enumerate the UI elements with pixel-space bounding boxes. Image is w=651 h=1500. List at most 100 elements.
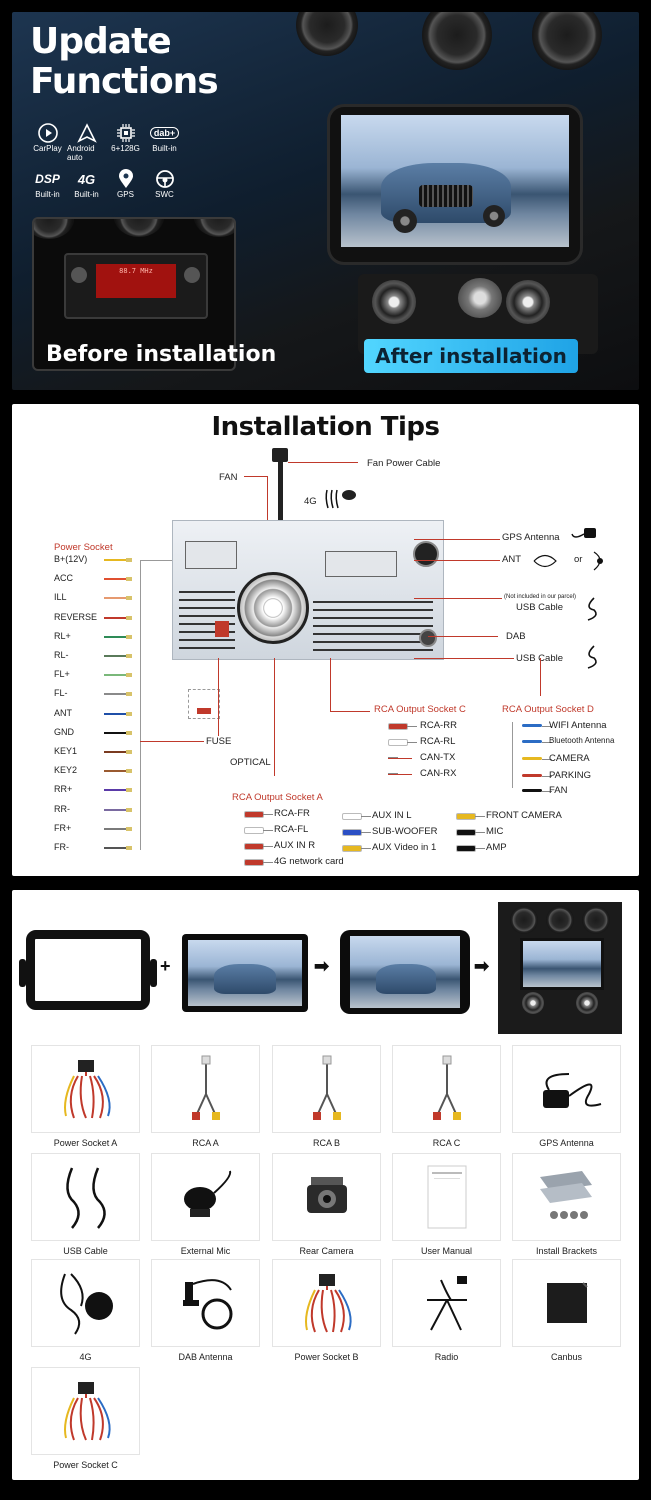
- feature-label: Built-in: [152, 144, 177, 153]
- gps-port: [413, 541, 439, 567]
- accessory-label: Canbus: [550, 1352, 583, 1362]
- connector-icon: [522, 724, 552, 727]
- bracket-line: [512, 722, 513, 788]
- accessory-card: [393, 1260, 500, 1346]
- air-vent: [546, 906, 574, 934]
- accessory-card: [513, 1046, 620, 1132]
- accessory-card: [152, 1046, 259, 1132]
- dab-antenna-icon: [152, 1260, 259, 1346]
- usb-cable-label-2: USB Cable: [516, 653, 563, 664]
- gps-antenna-icon: [570, 526, 598, 544]
- power-pin-wire: [104, 577, 132, 582]
- accessory-card: [273, 1154, 380, 1240]
- harness-icon: [32, 1046, 139, 1132]
- air-vent: [422, 12, 492, 70]
- canbus-box-icon: [513, 1260, 620, 1346]
- power-pin-label: FL-: [54, 688, 68, 699]
- accessory-card: [273, 1260, 380, 1346]
- power-pin-label: KEY1: [54, 746, 78, 756]
- callout-line: [288, 462, 358, 463]
- feature-dab: dab+ Built-in: [145, 122, 184, 162]
- dsp-glyph: DSP: [35, 172, 60, 186]
- rca-plug-icon: [342, 813, 371, 820]
- power-pin-label: RL+: [54, 630, 71, 641]
- rca-cable-icon: [393, 1046, 500, 1132]
- power-pin-wire: [104, 730, 132, 735]
- power-socket-title: Power Socket: [54, 542, 113, 553]
- pin-bundle-line: [140, 560, 141, 850]
- callout-line: [218, 658, 219, 736]
- fuse-holder: [215, 621, 229, 637]
- feature-swc: SWC: [145, 168, 184, 199]
- power-pin-label: FL+: [54, 669, 70, 680]
- rca-d-item: WIFI Antenna: [549, 720, 607, 731]
- tablet-screen: [188, 940, 302, 1006]
- power-pin-label: RR+: [54, 784, 73, 795]
- callout-line: [414, 539, 500, 540]
- rca-a-item: RCA-FR: [274, 808, 310, 819]
- power-pin-wire: [104, 558, 132, 562]
- hero-banner-panel: Update Functions CarPlay Android auto 6+…: [12, 12, 639, 390]
- rca-a-item: AUX IN L: [372, 810, 412, 821]
- rca-a-item: AUX IN R: [274, 840, 316, 851]
- callout-line: [414, 598, 502, 599]
- rca-plug-icon: [342, 845, 371, 852]
- dash-frame-fascia: [19, 930, 157, 1010]
- air-vent: [582, 906, 610, 934]
- accessory-label: RCA A: [192, 1138, 219, 1148]
- fuse-icon: [188, 689, 220, 719]
- callout-line: [540, 658, 541, 696]
- accessory-card: [513, 1154, 620, 1240]
- gps-antenna-label: GPS Antenna: [502, 532, 560, 543]
- power-pin-label: RR-: [54, 803, 70, 814]
- callout-line: [244, 476, 268, 477]
- power-pin-wire: [104, 846, 132, 850]
- accessory-label: Rear Camera: [299, 1246, 354, 1256]
- power-pin-wire: [104, 596, 132, 601]
- banner-title-line-1: Update: [30, 21, 172, 62]
- callout-line: [428, 636, 498, 637]
- installation-tips-title: Installation Tips: [211, 412, 440, 442]
- 4g-label: 4G: [304, 496, 317, 507]
- rca-plug-icon: [388, 739, 417, 746]
- rca-plug-icon: [456, 829, 485, 836]
- suv-image: [376, 964, 436, 994]
- dab-glyph: dab+: [149, 127, 180, 139]
- accessory-label: RCA B: [312, 1138, 340, 1148]
- dsp-icon: DSP: [35, 168, 60, 190]
- feature-label: Android auto: [67, 144, 95, 162]
- ant-label: ANT: [502, 554, 521, 565]
- fan-cable: [278, 462, 283, 562]
- power-pin-label: RL-: [54, 650, 69, 660]
- banner-title: Update Functions: [30, 21, 219, 102]
- installed-dashboard-photo: [498, 902, 622, 1034]
- tablet-head-unit: [182, 934, 308, 1012]
- rca-plug-icon: [244, 811, 273, 818]
- feature-label: GPS: [117, 190, 134, 199]
- connector-icon: [522, 774, 552, 777]
- radio-cable-icon: [393, 1260, 500, 1346]
- connector-icon: [522, 757, 552, 760]
- dab-label: DAB: [506, 631, 526, 642]
- air-vent: [510, 906, 538, 934]
- head-unit-back: [172, 520, 444, 660]
- accessory-card: [152, 1154, 259, 1240]
- power-pin-wire: [104, 692, 132, 697]
- power-pin-label: ACC: [54, 573, 74, 584]
- rca-plug-icon: [456, 845, 485, 852]
- usb-cable-icon: [582, 644, 600, 670]
- dab-port: [419, 629, 437, 647]
- fan-label: FAN: [219, 472, 238, 483]
- air-vent: [194, 219, 234, 237]
- 4g-antenna-puck: [342, 490, 356, 500]
- suv-grille: [419, 185, 473, 207]
- climate-knob: [506, 280, 550, 324]
- harness-icon: [32, 1368, 139, 1454]
- rca-d-item: Bluetooth Antenna: [549, 736, 615, 745]
- rca-c-item: CAN-RX: [420, 768, 457, 779]
- harness-icon: [273, 1260, 380, 1346]
- feature-android-auto: Android auto: [67, 122, 106, 162]
- accessory-card: [393, 1154, 500, 1240]
- rca-socket-c-title: RCA Output Socket C: [374, 704, 466, 715]
